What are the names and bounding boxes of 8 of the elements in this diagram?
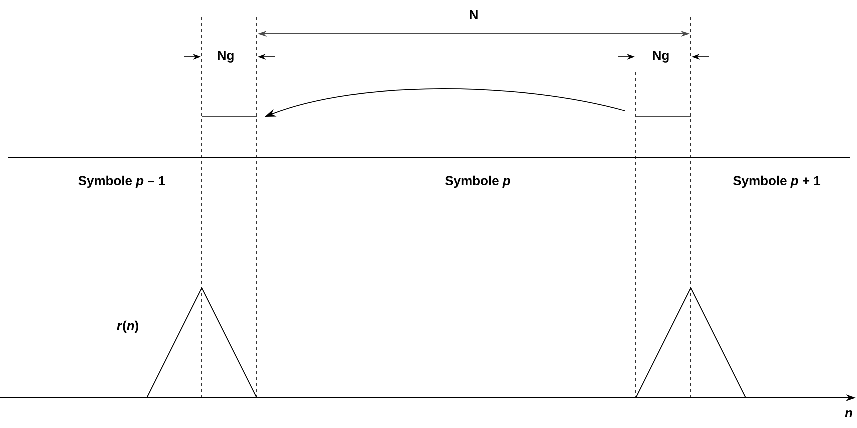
axis-label: n <box>845 410 852 418</box>
symbol-label: Symbole p – 1 <box>78 176 166 188</box>
symbol-label: Symbole p <box>446 176 510 188</box>
dimension-label: Ng <box>218 51 234 63</box>
dimension-label: N <box>470 10 478 20</box>
symbol-label: Symbole p + 1 <box>733 176 821 188</box>
signal-label: r(n) <box>117 320 138 334</box>
dimension-label: Ng <box>653 51 669 63</box>
